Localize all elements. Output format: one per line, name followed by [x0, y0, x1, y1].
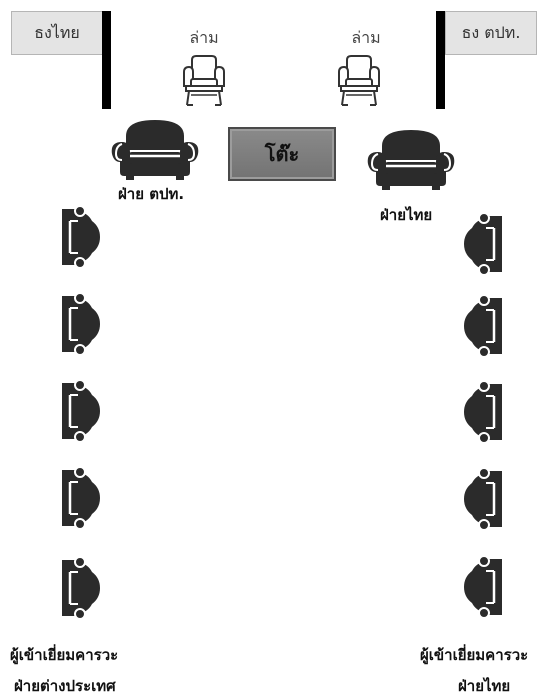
chair-side-icon — [460, 294, 508, 358]
table-label: โต๊ะ — [264, 142, 300, 166]
chair-side-icon — [56, 292, 104, 356]
armchair-icon — [366, 126, 456, 190]
foreign-flag-label: ธง ตปท. — [461, 22, 521, 42]
foreign-delegation-line1: ผู้เข้าเยี่ยมคารวะ — [10, 646, 119, 664]
left-flag-pole — [102, 11, 111, 109]
table: โต๊ะ — [228, 127, 336, 181]
thai-delegation-line1: ผู้เข้าเยี่ยมคารวะ — [420, 646, 529, 664]
right-flag-pole — [436, 11, 445, 109]
chair-side-icon — [460, 212, 508, 276]
chair-side-icon — [56, 466, 104, 530]
chair-side-icon — [56, 205, 104, 269]
chair-side-icon — [460, 467, 508, 531]
chair-side-icon — [460, 555, 508, 619]
interpreter-label-right: ล่าม — [351, 28, 381, 47]
thai-flag-placard: ธงไทย — [11, 11, 103, 55]
interpreter-label-left: ล่าม — [189, 28, 219, 47]
armchair-outline-icon — [334, 54, 384, 108]
armchair-outline-icon — [179, 54, 229, 108]
foreign-delegation-line2: ฝ่ายต่างประเทศ — [14, 677, 116, 695]
armchair-icon — [110, 116, 200, 180]
foreign-host-label: ฝ่าย ตปท. — [118, 185, 185, 203]
thai-delegation-line2: ฝ่ายไทย — [458, 677, 511, 695]
thai-flag-label: ธงไทย — [34, 22, 80, 42]
foreign-flag-placard: ธง ตปท. — [445, 11, 537, 55]
chair-side-icon — [56, 379, 104, 443]
chair-side-icon — [460, 380, 508, 444]
chair-side-icon — [56, 556, 104, 620]
thai-host-label: ฝ่ายไทย — [380, 206, 433, 224]
